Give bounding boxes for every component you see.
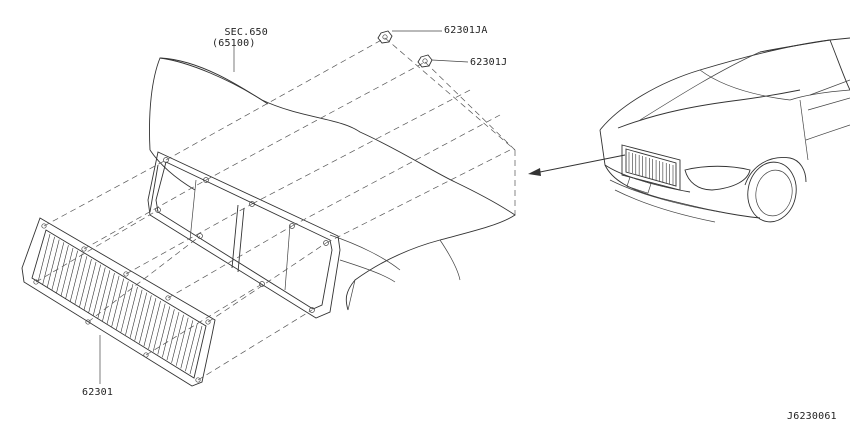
grille-slat [189,325,203,375]
part-label-62301: 62301 [82,387,114,398]
grille-slat [46,239,60,288]
frame-screw-holes [155,157,329,313]
grille-slat [92,267,106,316]
front-grille [21,217,216,387]
direction-arrow [528,154,626,176]
sec-reference-sub: (65100) [212,38,256,49]
grille-slat [139,295,152,344]
grille-slat [171,314,184,363]
grille-slat [111,278,124,327]
grille-slat [74,256,88,305]
grille-slat [69,253,83,302]
grille-slat [116,281,129,330]
grille-slat [175,317,189,366]
grille-slat [129,289,143,338]
part-label-62301ja: 62301JA [444,25,488,36]
diagram-code: J6230061 [787,411,837,422]
grille-slat [166,311,180,361]
grille-slat [125,286,138,336]
grille-slat [65,250,78,299]
car-grille-bars [628,152,674,185]
leader-lines [99,30,469,384]
sec-reference-label: SEC.650(65100) [212,16,268,49]
grille-slat [180,320,194,369]
nut-62301ja [377,30,393,44]
grille-slat [60,247,74,297]
projection-lines [35,37,516,381]
grille-slat [51,242,65,291]
hood-panel [149,57,516,311]
grille-slat [97,270,111,319]
part-label-62301j: 62301J [470,57,508,68]
grille-slat [143,298,157,347]
grille-frame [147,151,341,319]
grille-slat [152,303,166,352]
grille-clips [33,223,211,383]
grille-slat [134,292,148,341]
grille-slat [79,259,92,308]
grille-slat [42,236,55,285]
grille-slat [120,284,134,333]
sec-reference: SEC.650 [224,27,268,38]
grille-slat [56,245,69,294]
grille-slat [37,233,51,283]
grille-slat [185,323,198,372]
grille-slat [162,309,175,358]
grille-slat [106,275,120,324]
car-front-view [599,37,850,223]
grille-slat [102,272,115,322]
nut-62301j [417,54,433,68]
grille-slat [83,261,97,310]
grille-slat [88,264,101,313]
grille-slat [157,306,171,355]
grille-slat [148,300,161,349]
grille-bars [37,233,203,375]
